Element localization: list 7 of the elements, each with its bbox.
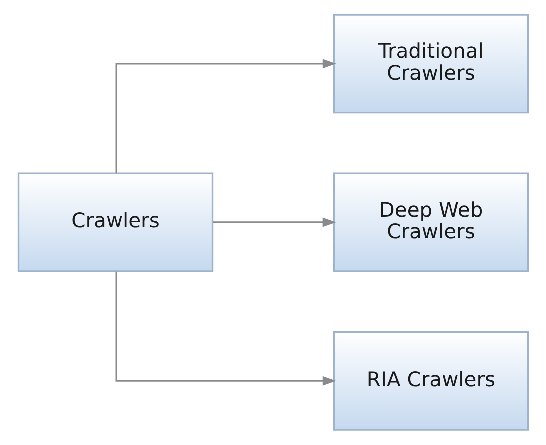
node-box: Crawlers bbox=[17, 172, 214, 272]
node-box: Traditional Crawlers bbox=[332, 14, 529, 114]
arrow bbox=[212, 218, 336, 228]
node-box: RIA Crawlers bbox=[332, 331, 529, 431]
arrow bbox=[115, 272, 336, 386]
node-box: Deep Web Crawlers bbox=[332, 172, 529, 272]
arrow bbox=[115, 59, 336, 174]
